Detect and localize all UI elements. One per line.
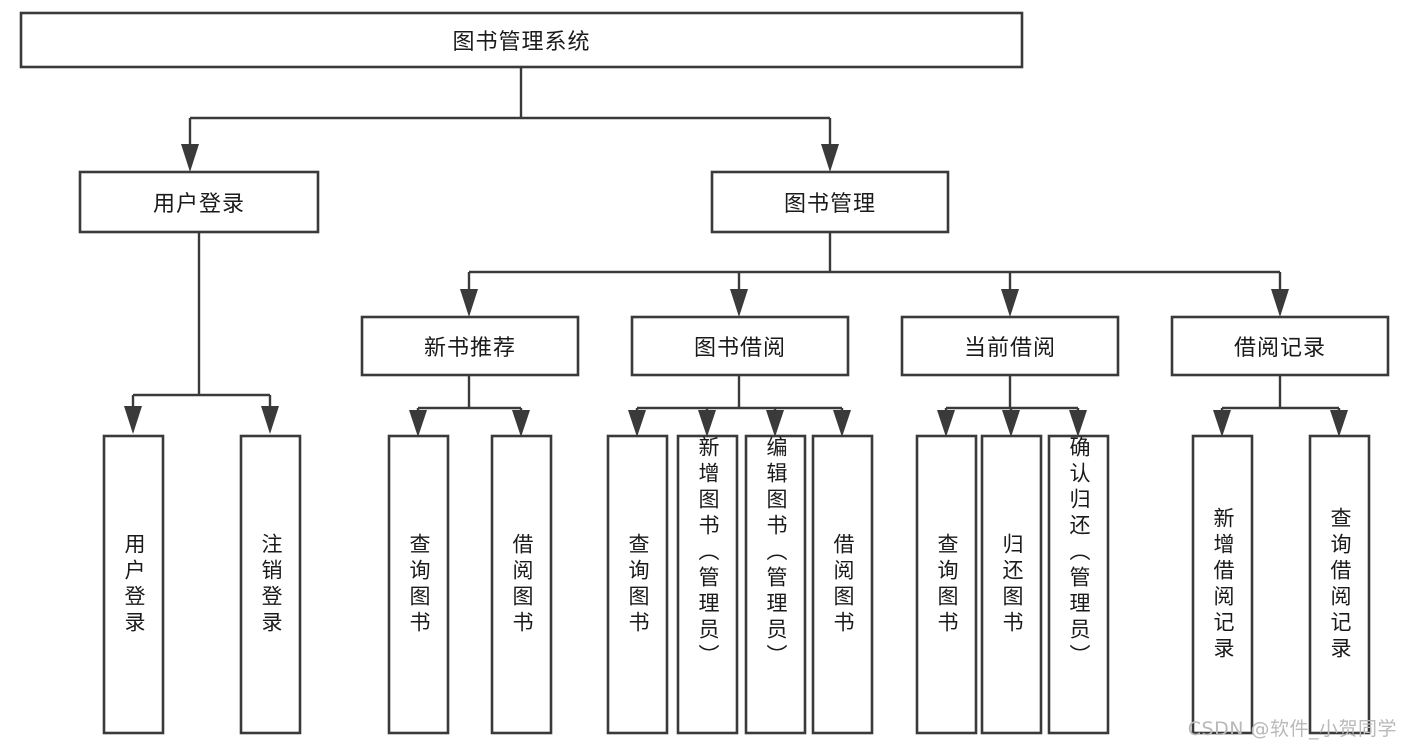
arrow-head-leaf-user-login [124,406,142,434]
arrow-head-new-book-recommend [460,289,478,317]
node-box-new-book-recommend[interactable] [360,315,580,377]
node-box-leaf-user-login[interactable] [102,434,165,735]
arrow-head-user-login [181,144,199,172]
csdn-watermark: CSDN @软件_小贺同学 [1187,718,1397,740]
node-box-leaf-bb-query-book[interactable] [606,434,669,735]
arrow-head-current-borrow [1001,289,1019,317]
node-box-leaf-bb-add-book[interactable] [676,434,739,735]
node-box-current-borrow[interactable] [900,315,1120,377]
arrow-head-book-borrow [730,289,748,317]
arrow-head-leaf-newbook-borrow [512,410,530,437]
node-box-leaf-bb-edit-book[interactable] [744,434,807,735]
node-box-leaf-nb-query-book[interactable] [387,434,450,735]
arrow-head-leaf-br-query [1330,410,1348,437]
arrow-head-book-mgmt [821,144,839,172]
node-box-leaf-bb-borrow-book[interactable] [811,434,874,735]
arrow-head-leaf-cb-confirm [1069,410,1087,437]
arrow-head-leaf-logout [261,406,279,434]
node-box-borrow-record[interactable] [1170,315,1390,377]
node-box-user-login[interactable] [78,170,320,234]
arrow-head-leaf-bb-add [698,410,716,437]
arrow-head-leaf-cb-query [937,410,955,437]
arrow-head-leaf-newbook-query [409,410,427,437]
arrow-head-borrow-record [1271,289,1289,317]
node-box-book-borrow[interactable] [630,315,850,377]
arrow-head-leaf-bb-query [628,410,646,437]
node-box-leaf-cb-confirm-return[interactable] [1047,434,1110,735]
node-box-leaf-cb-return-book[interactable] [980,434,1043,735]
arrow-head-leaf-cb-return [1002,410,1020,437]
arrow-head-leaf-bb-edit [766,410,784,437]
node-box-root[interactable] [19,11,1024,69]
arrow-head-leaf-br-add [1213,410,1231,437]
arrow-head-leaf-bb-borrow [833,410,851,437]
node-box-leaf-br-query-record[interactable] [1308,434,1371,735]
node-box-book-management[interactable] [710,170,950,234]
node-box-leaf-br-add-record[interactable] [1191,434,1254,735]
node-box-leaf-nb-borrow-book[interactable] [490,434,553,735]
node-box-leaf-logout[interactable] [239,434,302,735]
node-box-leaf-cb-query-book[interactable] [915,434,978,735]
